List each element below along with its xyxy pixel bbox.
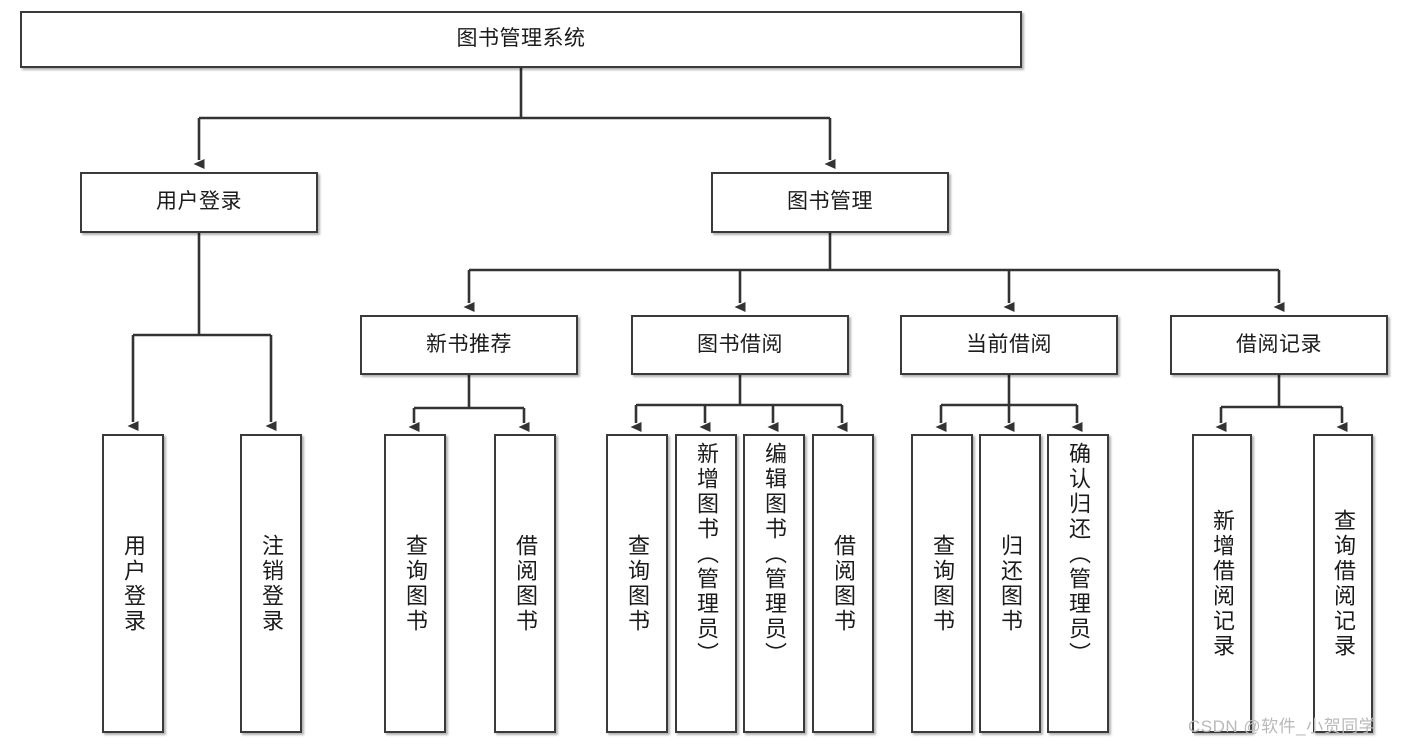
node-user-login-label: 用户登录 <box>156 190 242 214</box>
leaf-book-borrow-query-book-label: 查询图书 <box>625 533 650 634</box>
leaf-new-book-query-book-label: 查询图书 <box>403 533 428 634</box>
leaf-new-book-query-book[interactable]: 查询图书 <box>384 434 446 733</box>
node-book-management-label: 图书管理 <box>787 190 873 214</box>
leaf-current-borrow-confirm-return[interactable]: 确认归还（管理员） <box>1047 434 1109 733</box>
node-root-label: 图书管理系统 <box>456 27 586 51</box>
leaf-current-borrow-return-book-label: 归还图书 <box>998 533 1023 634</box>
node-new-book-recommendation[interactable]: 新书推荐 <box>360 315 578 375</box>
node-book-borrowing[interactable]: 图书借阅 <box>631 315 849 375</box>
node-borrowing-records-label: 借阅记录 <box>1236 332 1322 356</box>
node-user-login[interactable]: 用户登录 <box>80 172 318 233</box>
leaf-current-borrow-confirm-return-label: 确认归还（管理员） <box>1066 442 1091 667</box>
leaf-borrow-record-add-record[interactable]: 新增借阅记录 <box>1192 434 1252 733</box>
node-borrowing-records[interactable]: 借阅记录 <box>1170 315 1388 375</box>
node-book-management[interactable]: 图书管理 <box>711 172 949 233</box>
leaf-book-borrow-add-book-label: 新增图书（管理员） <box>694 442 719 667</box>
leaf-user-login-signout-label: 注销登录 <box>259 533 284 634</box>
node-root-book-management-system[interactable]: 图书管理系统 <box>20 11 1022 68</box>
node-book-borrowing-label: 图书借阅 <box>697 332 783 356</box>
node-current-borrowing[interactable]: 当前借阅 <box>900 315 1118 375</box>
leaf-new-book-borrow-book[interactable]: 借阅图书 <box>494 434 556 733</box>
leaf-user-login-signin-label: 用户登录 <box>121 533 146 634</box>
leaf-book-borrow-query-book[interactable]: 查询图书 <box>606 434 668 733</box>
leaf-user-login-signout[interactable]: 注销登录 <box>240 434 302 733</box>
leaf-borrow-record-query-record[interactable]: 查询借阅记录 <box>1313 434 1373 733</box>
leaf-book-borrow-edit-book[interactable]: 编辑图书（管理员） <box>743 434 805 733</box>
leaf-borrow-record-add-record-label: 新增借阅记录 <box>1210 508 1235 659</box>
leaf-current-borrow-query-book-label: 查询图书 <box>930 533 955 634</box>
leaf-book-borrow-borrow-book-label: 借阅图书 <box>831 533 856 634</box>
leaf-borrow-record-query-record-label: 查询借阅记录 <box>1331 508 1356 659</box>
node-new-book-recommendation-label: 新书推荐 <box>426 332 512 356</box>
leaf-book-borrow-edit-book-label: 编辑图书（管理员） <box>762 442 787 667</box>
leaf-book-borrow-add-book[interactable]: 新增图书（管理员） <box>675 434 737 733</box>
leaf-new-book-borrow-book-label: 借阅图书 <box>513 533 538 634</box>
leaf-user-login-signin[interactable]: 用户登录 <box>102 434 164 733</box>
csdn-watermark: CSDN @软件_小贺同学 <box>1188 717 1377 736</box>
leaf-current-borrow-return-book[interactable]: 归还图书 <box>979 434 1041 733</box>
leaf-current-borrow-query-book[interactable]: 查询图书 <box>911 434 973 733</box>
leaf-book-borrow-borrow-book[interactable]: 借阅图书 <box>812 434 874 733</box>
node-current-borrowing-label: 当前借阅 <box>966 332 1052 356</box>
